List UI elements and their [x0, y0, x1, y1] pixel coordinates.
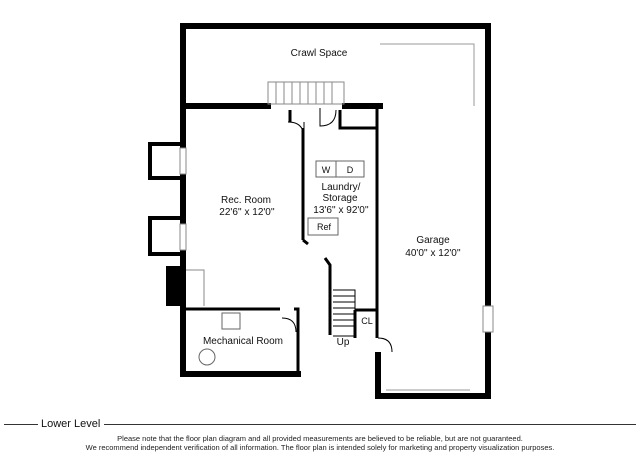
- interior-walls: [183, 106, 379, 374]
- garage-label: Garage: [416, 235, 450, 246]
- garage-window: [482, 305, 494, 333]
- garage-dims: 40'0'' x 12'0'': [405, 248, 460, 259]
- closet-label: CL: [361, 316, 373, 326]
- water-heater: [198, 348, 216, 366]
- footer-rule-right: [104, 424, 636, 425]
- main-stairs: [333, 289, 356, 337]
- laundry-label-line2: Storage: [322, 193, 357, 204]
- rec-room-dims: 22'6'' x 12'0'': [219, 207, 274, 218]
- disclaimer-line-2: We recommend independent verification of…: [85, 443, 555, 452]
- laundry-fixtures: [307, 160, 365, 236]
- fridge-label: Ref: [317, 222, 332, 232]
- garage-outline: [380, 43, 475, 391]
- disclaimer-line-1: Please note that the floor plan diagram …: [117, 434, 523, 443]
- crawl-stairs: [267, 81, 345, 105]
- crawl-space-label: Crawl Space: [291, 48, 348, 59]
- footer-rule-left: [4, 424, 38, 425]
- mechanical-room-label: Mechanical Room: [203, 336, 283, 347]
- washer-label: W: [322, 165, 331, 175]
- rec-room-label: Rec. Room: [221, 195, 271, 206]
- hearth-outline: [186, 269, 205, 306]
- level-label: Lower Level: [41, 418, 101, 430]
- door-swings: [281, 108, 393, 353]
- mechanical-unit: [221, 312, 241, 330]
- laundry-dims: 13'6'' x 92'0'': [313, 205, 368, 216]
- dryer-label: D: [347, 165, 354, 175]
- fireplace-block: [166, 266, 184, 306]
- laundry-label-line1: Laundry/: [322, 182, 361, 193]
- stairs-up-label: Up: [337, 337, 350, 348]
- bay-windows: [148, 142, 187, 256]
